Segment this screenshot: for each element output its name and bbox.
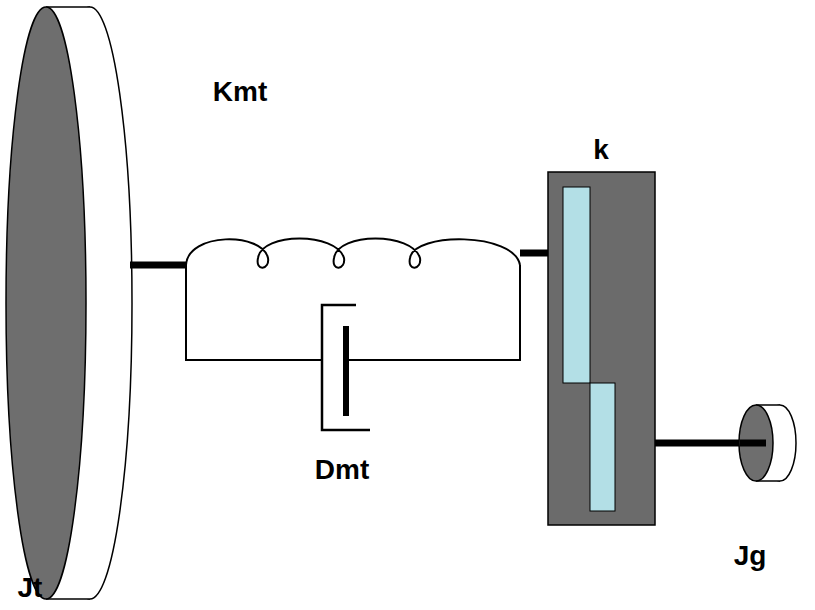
gearbox xyxy=(548,172,655,525)
spring-symbol xyxy=(186,239,520,268)
part-label: Jt xyxy=(18,574,43,602)
shaft xyxy=(130,262,186,269)
shaft xyxy=(655,440,765,447)
part-label: Kmt xyxy=(213,78,267,106)
generator-disk xyxy=(739,405,796,481)
shaft xyxy=(520,250,549,257)
turbine-disk xyxy=(6,7,132,599)
part-label: k xyxy=(593,136,609,164)
damper-symbol xyxy=(186,265,520,430)
part-label: Dmt xyxy=(315,456,369,484)
part-label: Jg xyxy=(734,542,767,570)
